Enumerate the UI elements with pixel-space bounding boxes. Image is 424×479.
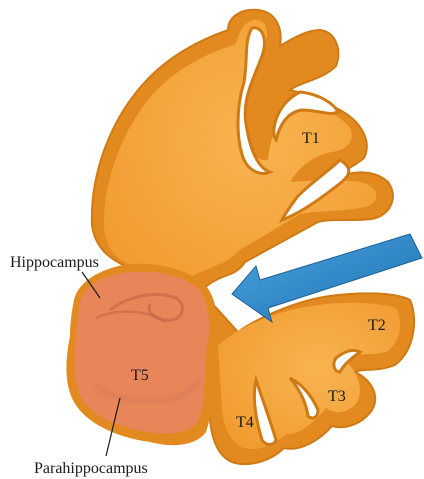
label-t2: T2 bbox=[368, 317, 386, 334]
label-parahippocampus: Parahippocampus bbox=[34, 460, 148, 477]
hippocampal-region bbox=[66, 264, 217, 445]
label-t1: T1 bbox=[302, 130, 320, 147]
label-t5: T5 bbox=[131, 367, 149, 384]
label-t4: T4 bbox=[236, 414, 254, 431]
label-hippocampus: Hippocampus bbox=[10, 254, 99, 271]
label-t3: T3 bbox=[328, 388, 346, 405]
